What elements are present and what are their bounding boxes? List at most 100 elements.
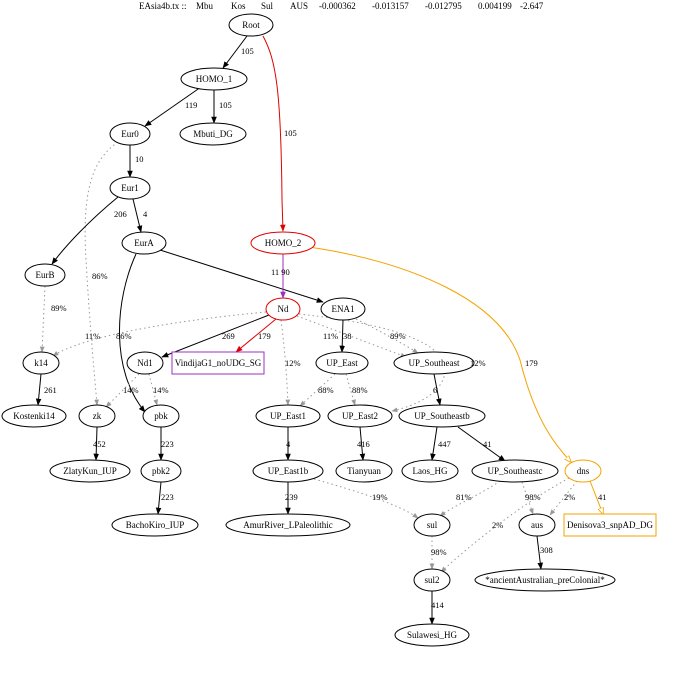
edge-dns-Denisova3 — [589, 480, 603, 514]
edge-label-dns-sul2: 2% — [492, 520, 503, 530]
node-label-ZlatyKun_IUP: ZlatyKun_IUP — [63, 466, 117, 476]
node-ZlatyKun_IUP[interactable]: ZlatyKun_IUP — [49, 459, 131, 483]
node-ellipse-Sulawesi_HG — [394, 623, 470, 647]
node-sul[interactable]: sul — [413, 513, 451, 537]
node-UP_Southeast[interactable]: UP_Southeast — [393, 351, 475, 375]
node-ellipse-dns — [564, 459, 602, 483]
node-Eur0[interactable]: Eur0 — [109, 122, 151, 146]
node-Nd1[interactable]: Nd1 — [126, 351, 164, 375]
node-label-Root: Root — [242, 20, 260, 30]
node-label-pbk: pbk — [154, 411, 168, 421]
node-Mbuti_DG[interactable]: Mbuti_DG — [179, 122, 247, 146]
node-HOMO_2[interactable]: HOMO_2 — [250, 231, 316, 255]
edge-label-zk-ZlatyKun_IUP: 452 — [93, 439, 106, 449]
node-Tianyuan[interactable]: Tianyuan — [335, 459, 393, 483]
node-Vindija[interactable]: VindijaG1_noUDG_SG — [171, 351, 265, 375]
edge-label-EurB-k14: 89% — [51, 303, 67, 313]
edge-label-Nd-UP_East1: 12% — [285, 358, 301, 368]
node-ellipse-Laos_HG — [401, 459, 459, 483]
node-ellipse-UP_Southeast — [393, 351, 475, 375]
node-Eur1[interactable]: Eur1 — [109, 176, 151, 200]
node-pbk[interactable]: pbk — [142, 404, 180, 428]
edge-label-aus-ancientAus: 308 — [540, 545, 553, 555]
node-label-Nd1: Nd1 — [137, 358, 153, 368]
header-title: EAsia4b.tx :: — [139, 1, 187, 11]
edge-UP_East1b-sul — [313, 478, 419, 519]
node-ellipse-Kostenki14 — [1, 404, 67, 428]
edge-Eur1-EurA — [132, 198, 143, 233]
node-Denisova3[interactable]: Denisova3_snpAD_DG — [563, 513, 657, 537]
node-Root[interactable]: Root — [228, 13, 274, 37]
node-ellipse-ZlatyKun_IUP — [49, 459, 131, 483]
node-BachoKiro_IUP[interactable]: BachoKiro_IUP — [111, 513, 199, 537]
node-Nd[interactable]: Nd — [265, 297, 301, 321]
node-EurB[interactable]: EurB — [24, 263, 66, 287]
node-ellipse-k14 — [22, 351, 60, 375]
node-label-zk: zk — [93, 411, 102, 421]
node-box-Denisova3 — [563, 513, 657, 537]
edge-label-Root-HOMO_1: 105 — [241, 46, 254, 56]
node-UP_East1[interactable]: UP_East1 — [255, 404, 321, 428]
edge-label-k14-Kostenki14: 261 — [44, 385, 57, 395]
node-UP_East2[interactable]: UP_East2 — [327, 404, 393, 428]
edge-label-dns-aus: 2% — [564, 492, 575, 502]
node-UP_Southeastc[interactable]: UP_Southeastc — [471, 459, 559, 483]
edge-dns-sul2 — [440, 477, 570, 573]
edge-pbk2-BachoKiro_IUP — [155, 481, 162, 515]
node-UP_East1b[interactable]: UP_East1b — [252, 459, 324, 483]
edge-UP_Southeastc-sul — [439, 480, 501, 517]
node-Kostenki14[interactable]: Kostenki14 — [1, 404, 67, 428]
edge-ENA1-UP_Southeast — [355, 318, 419, 354]
edge-label-Eur0-Eur1: 10 — [135, 154, 144, 164]
edge-UP_East-UP_East2 — [345, 373, 356, 406]
node-label-Eur0: Eur0 — [121, 129, 139, 139]
node-label-Eur1: Eur1 — [121, 183, 139, 193]
edge-Root-HOMO_1 — [222, 35, 248, 69]
node-Sulawesi_HG[interactable]: Sulawesi_HG — [394, 623, 470, 647]
node-ellipse-Nd — [265, 297, 301, 321]
node-AmurRiver[interactable]: AmurRiver_LPaleolithic — [225, 513, 351, 537]
node-ellipse-BachoKiro_IUP — [111, 513, 199, 537]
node-label-pbk2: pbk2 — [152, 466, 170, 476]
node-HOMO_1[interactable]: HOMO_1 — [180, 67, 248, 91]
node-k14[interactable]: k14 — [22, 351, 60, 375]
node-label-UP_Southeast: UP_Southeast — [408, 358, 460, 368]
node-label-UP_East1: UP_East1 — [270, 411, 306, 421]
edge-Nd-UP_Southeast — [296, 315, 407, 358]
node-zk[interactable]: zk — [78, 404, 116, 428]
node-label-HOMO_1: HOMO_1 — [196, 74, 233, 84]
node-label-sul: sul — [427, 520, 438, 530]
node-UP_East[interactable]: UP_East — [315, 351, 369, 375]
node-Laos_HG[interactable]: Laos_HG — [401, 459, 459, 483]
node-EurA[interactable]: EurA — [121, 231, 167, 255]
edge-label-dns-Denisova3: 41 — [598, 492, 607, 502]
edge-UP_East2-Tianyuan — [359, 426, 366, 461]
node-label-UP_East2: UP_East2 — [342, 411, 378, 421]
header-stat-4: 0.004199 — [478, 1, 512, 11]
node-aus[interactable]: aus — [518, 513, 556, 537]
edge-label-pbk-pbk2: 223 — [161, 439, 174, 449]
node-ancientAus[interactable]: *ancientAustralian_preColonial* — [474, 568, 616, 592]
node-ellipse-Eur0 — [109, 122, 151, 146]
node-ENA1[interactable]: ENA1 — [320, 297, 366, 321]
node-label-Denisova3: Denisova3_snpAD_DG — [567, 520, 653, 530]
node-ellipse-AmurRiver — [225, 513, 351, 537]
node-UP_Southeastb[interactable]: UP_Southeastb — [398, 404, 486, 428]
edge-Nd-Vindija — [235, 318, 277, 353]
node-dns[interactable]: dns — [564, 459, 602, 483]
node-ellipse-EurB — [24, 263, 66, 287]
edge-label-Eur0-zk: 86% — [92, 271, 108, 281]
node-ellipse-pbk — [142, 404, 180, 428]
node-pbk2[interactable]: pbk2 — [140, 459, 182, 483]
node-label-aus: aus — [531, 520, 543, 530]
node-sul2[interactable]: sul2 — [413, 568, 451, 592]
edges — [35, 35, 603, 625]
node-ellipse-UP_East1 — [255, 404, 321, 428]
edge-dns-aus — [549, 480, 578, 516]
edge-ENA1-UP_East — [339, 319, 345, 353]
edge-label-UP_East1-UP_East1b: 4 — [286, 439, 291, 449]
node-label-Laos_HG: Laos_HG — [413, 466, 448, 476]
edge-label-UP_Southeastb-UP_Southeastc: 41 — [483, 439, 492, 449]
